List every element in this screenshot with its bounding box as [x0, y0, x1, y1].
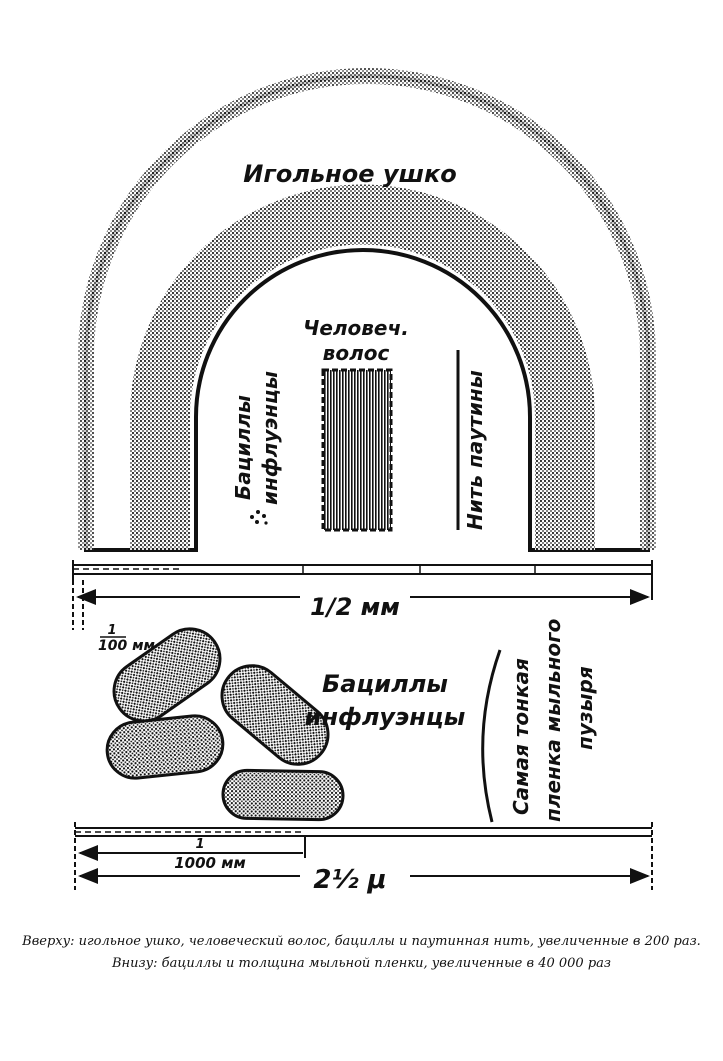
needle-eye — [78, 68, 656, 552]
bottom-bacilli-label-line1: Бациллы — [322, 670, 448, 698]
bacillus — [112, 627, 222, 723]
eye-label: Игольное ушко — [243, 160, 456, 188]
large-bacilli — [105, 627, 345, 822]
tiny-bacilli — [250, 510, 268, 525]
soap-film — [481, 649, 502, 823]
film-label-line1: Самая тонкая — [509, 658, 533, 815]
caption-line-2: Внизу: бациллы и толщина мыльной пленки,… — [112, 956, 611, 971]
top-scale-label: 1/2 мм — [310, 593, 400, 621]
top-small-scale-den: 100 мм — [98, 638, 155, 654]
human-hair — [321, 368, 393, 532]
bacillus — [220, 664, 330, 766]
hair-label-line1: Человеч. — [303, 316, 409, 340]
top-bacilli-label-line2: инфлуэнцы — [258, 371, 282, 505]
film-label-line2: пленка мыльного — [541, 618, 565, 822]
scale-bar-top — [72, 560, 653, 630]
bacillus — [221, 768, 345, 822]
bottom-scale-label: 2½ μ — [313, 865, 386, 895]
bottom-small-scale-den: 1000 мм — [174, 854, 246, 872]
top-bacilli-label-line1: Бациллы — [231, 395, 255, 500]
bottom-bacilli-label-line2: инфлуэнцы — [305, 703, 466, 731]
caption-line-1: Вверху: игольное ушко, человеческий воло… — [22, 934, 701, 949]
web-label: Нить паутины — [463, 370, 487, 530]
bottom-small-scale-num: 1 — [195, 837, 204, 852]
film-label-line3: пузыря — [573, 666, 597, 750]
scale-bar-bottom — [74, 822, 653, 890]
hair-label-line2: волос — [323, 341, 390, 365]
bacillus — [105, 714, 225, 780]
top-small-scale-num: 1 — [107, 623, 116, 638]
